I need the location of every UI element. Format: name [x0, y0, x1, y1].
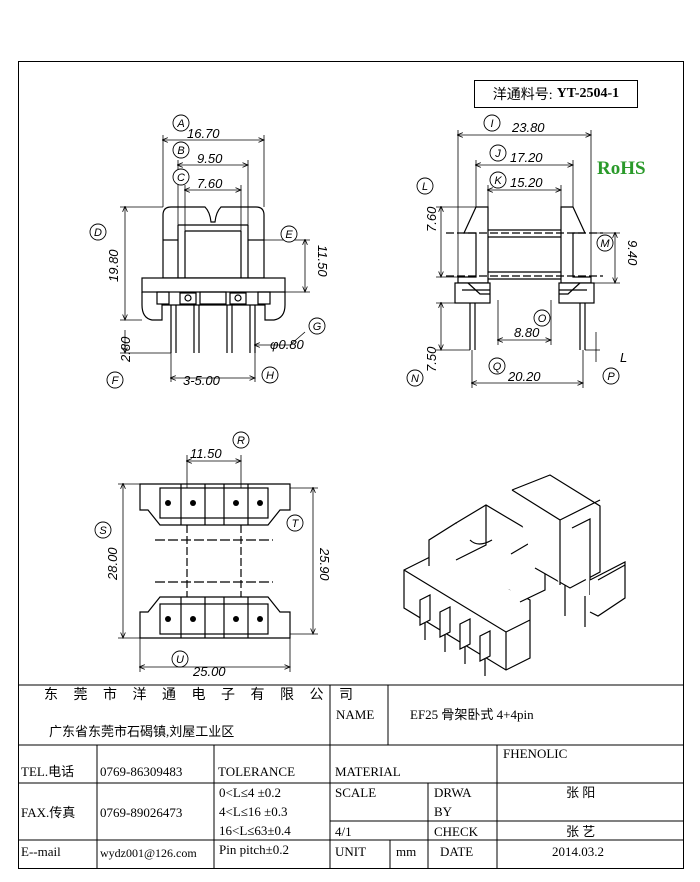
front-view	[141, 206, 286, 353]
svg-text:A: A	[176, 118, 184, 130]
dim-m: 9.40	[625, 240, 640, 266]
svg-text:L: L	[422, 181, 428, 193]
material-value: FHENOLIC	[503, 746, 568, 761]
svg-text:M: M	[600, 238, 610, 250]
material-label: MATERIAL	[335, 764, 401, 779]
dim-e: 11.50	[315, 245, 330, 277]
svg-text:F: F	[112, 375, 120, 387]
dim-c: 7.60	[197, 176, 223, 191]
dim-i: 23.80	[511, 120, 545, 135]
side-view	[446, 206, 603, 350]
svg-text:H: H	[266, 370, 274, 382]
svg-text:J: J	[494, 148, 501, 160]
dim-b: 9.50	[197, 151, 223, 166]
tolerance-line-3: 16<L≤63±0.4	[219, 823, 291, 838]
svg-text:N: N	[411, 373, 419, 385]
dim-o: 8.80	[514, 325, 540, 340]
tolerance-label: TOLERANCE	[218, 764, 296, 779]
dim-q: 20.20	[507, 369, 541, 384]
dim-r: 11.50	[190, 446, 222, 461]
fax-label: FAX.传真	[21, 805, 76, 820]
company-address: 广东省东莞市石碣镇,刘屋工业区	[49, 724, 235, 739]
part-number-label: 洋通料号:	[492, 88, 553, 103]
bottom-dimensions	[118, 455, 318, 672]
drwaby-label-2: BY	[434, 804, 453, 819]
company-name: 东 莞 市 洋 通 电 子 有 限 公 司	[44, 688, 359, 703]
svg-text:P: P	[607, 371, 615, 383]
dim-a: 16.70	[187, 126, 220, 141]
isometric-view	[403, 474, 626, 676]
email-label: E--mail	[21, 844, 61, 859]
part-number-box: 洋通料号: YT-2504-1	[474, 80, 638, 108]
dim-j: 17.20	[510, 150, 543, 165]
dim-g: φ0.80	[270, 337, 305, 352]
dim-h: 3-5.00	[183, 373, 221, 388]
dim-s: 28.00	[105, 547, 120, 581]
name-value: EF25 骨架卧式 4+4pin	[410, 707, 534, 722]
svg-text:B: B	[177, 145, 184, 157]
side-dimension-text: 23.80 17.20 15.20 7.60 9.40 7.50 8.80 L …	[424, 120, 640, 384]
svg-text:I: I	[490, 118, 493, 130]
check-label: CHECK	[434, 824, 479, 839]
dim-f: 2.80	[118, 336, 133, 363]
dim-d: 19.80	[106, 249, 121, 282]
check-value: 张 艺	[566, 824, 596, 839]
bottom-dimension-text: 11.50 28.00 25.90 25.00	[105, 446, 332, 679]
name-label: NAME	[336, 707, 375, 722]
dimension-callout-letters: A B C D E F G H I J K L M N O P Q R S T U	[94, 118, 615, 666]
tolerance-line-4: Pin pitch±0.2	[219, 842, 289, 857]
dim-l: 7.60	[424, 206, 439, 232]
drawing-frame	[18, 61, 684, 869]
date-value: 2014.03.2	[552, 844, 604, 859]
tel-label: TEL.电话	[21, 764, 75, 779]
drwaby-label-1: DRWA	[434, 785, 472, 800]
svg-text:U: U	[176, 654, 184, 666]
scale-value: 4/1	[335, 824, 352, 839]
tolerance-line-2: 4<L≤16 ±0.3	[219, 804, 288, 819]
dim-t: 25.90	[317, 547, 332, 581]
dim-n: 7.50	[424, 346, 439, 372]
fax-value: 0769-89026473	[100, 805, 183, 820]
dimension-callout-circles	[89, 114, 620, 668]
drwaby-value: 张 阳	[566, 785, 596, 800]
unit-value: mm	[396, 844, 417, 859]
dim-p: L	[620, 350, 627, 365]
svg-text:K: K	[494, 175, 502, 187]
rohs-mark: RoHS	[597, 158, 646, 179]
tel-value: 0769-86309483	[100, 764, 183, 779]
dim-u: 25.00	[192, 664, 226, 679]
part-number-value: YT-2504-1	[556, 86, 620, 101]
unit-label: UNIT	[335, 844, 367, 859]
bottom-view	[139, 483, 291, 639]
email-value: wydz001@126.com	[100, 846, 197, 860]
tolerance-line-1: 0<L≤4 ±0.2	[219, 785, 282, 800]
date-label: DATE	[440, 844, 474, 859]
svg-text:C: C	[177, 172, 185, 184]
svg-text:S: S	[99, 525, 107, 537]
side-dimensions	[436, 130, 620, 388]
front-dimension-text: 16.70 9.50 7.60 19.80 11.50 2.80 φ0.80 3…	[106, 126, 330, 388]
svg-text:E: E	[285, 229, 293, 241]
svg-text:Q: Q	[493, 361, 502, 373]
title-block-lines	[18, 684, 684, 869]
svg-text:T: T	[292, 518, 300, 530]
svg-text:D: D	[94, 227, 102, 239]
scale-label: SCALE	[335, 785, 377, 800]
dim-k: 15.20	[510, 175, 543, 190]
svg-text:R: R	[237, 435, 245, 447]
bottom-view-pins	[165, 500, 263, 622]
svg-text:G: G	[313, 321, 322, 333]
svg-text:O: O	[538, 313, 547, 325]
